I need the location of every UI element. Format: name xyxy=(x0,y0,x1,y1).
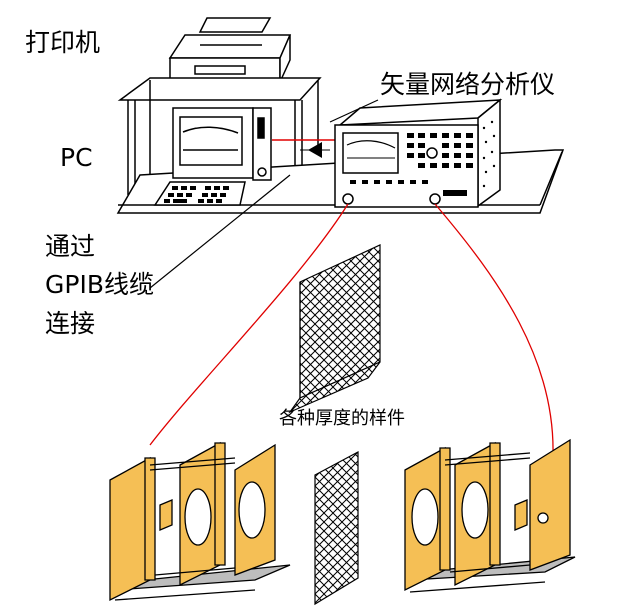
label-samples: 各种厚度的样件 xyxy=(279,408,405,429)
label-gpib-line2: GPIB线缆 xyxy=(45,270,154,299)
printer-icon xyxy=(168,17,292,83)
label-analyzer: 矢量网络分析仪 xyxy=(380,70,556,99)
fixture-left xyxy=(109,441,291,602)
vector-network-analyzer-icon xyxy=(334,98,503,208)
gpib-cable xyxy=(272,139,340,158)
label-pc: PC xyxy=(60,143,93,172)
sample-slab-loose xyxy=(314,450,359,606)
fixture-right xyxy=(404,438,576,593)
sample-slab-large xyxy=(288,244,381,414)
coax-cables xyxy=(149,203,554,456)
label-gpib-line3: 连接 xyxy=(45,309,96,338)
pc-icon xyxy=(153,107,272,206)
label-gpib-line1: 通过 xyxy=(45,232,96,261)
leader-lines xyxy=(149,99,379,289)
label-printer: 打印机 xyxy=(25,28,101,57)
